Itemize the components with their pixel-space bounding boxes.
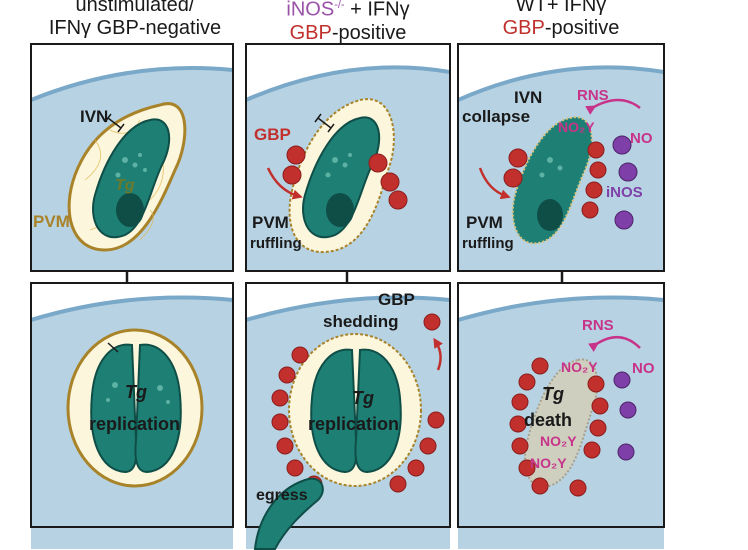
inos-cluster-3 — [612, 135, 638, 230]
label-ruffling: ruffling — [250, 235, 302, 252]
label-ivn-collapse-2: collapse — [462, 107, 530, 126]
gbp-cluster-2 — [282, 145, 408, 210]
panel-inos-top: GBP PVM ruffling — [245, 43, 451, 272]
header-col1: unstimulated/ IFNγ GBP-negative — [20, 0, 250, 40]
panel-wt-bottom: RNS NO NO₂Y Tg death NO₂Y NO₂Y — [457, 282, 665, 549]
positive-header-text: -positive — [331, 21, 407, 44]
label-rns: RNS — [577, 87, 609, 104]
label-inos: iNOS — [606, 184, 643, 201]
label-ivn-collapse-1: IVN — [514, 88, 542, 107]
positive-header-text-3: -positive — [544, 17, 620, 39]
inos-header-text: iNOS — [286, 0, 335, 21]
parasite-1 — [92, 118, 171, 239]
dead-parasite — [524, 358, 599, 488]
panel-unstimulated-top: IVN Tg PVM — [30, 43, 234, 272]
parasite-2 — [302, 116, 381, 239]
label-no-6: NO — [632, 360, 655, 377]
inos-header-sup: -/- — [334, 0, 345, 11]
label-egress: egress — [256, 487, 308, 504]
gbp-ring-6 — [509, 357, 609, 497]
label-no2y: NO₂Y — [558, 119, 595, 135]
label-rns-6: RNS — [582, 317, 614, 334]
label-replication-4: replication — [89, 414, 180, 434]
header-col1-line1: unstimulated/ — [75, 0, 195, 16]
label-no: NO — [630, 130, 653, 147]
label-no2y-6c: NO₂Y — [530, 455, 567, 471]
label-ruffling-3: ruffling — [462, 235, 514, 252]
label-tg-4: Tg — [125, 382, 147, 402]
panel-unstimulated-bottom: Tg replication — [30, 282, 234, 549]
label-pvm-3: PVM — [466, 213, 503, 232]
label-no2y-6a: NO₂Y — [561, 359, 598, 375]
label-shedding: shedding — [323, 312, 399, 331]
label-replication-5: replication — [308, 414, 399, 434]
label-death: death — [524, 410, 572, 430]
header-col3-line2: GBP-positive — [458, 17, 664, 40]
parasite-3 — [511, 116, 593, 245]
header-col1-line2: IFNγ GBP-negative — [48, 17, 222, 39]
panel-wt-top: IVN collapse RNS NO₂Y NO iNOS PVM ruffli… — [457, 43, 665, 272]
header-col3-line1: WT+ IFNγ — [515, 0, 607, 16]
gbp-cluster-3 — [503, 141, 607, 219]
gbp-header-text-3: GBP — [502, 17, 545, 39]
label-pvm-2: PVM — [252, 213, 289, 232]
ifng-header-text: + IFNγ — [344, 0, 410, 21]
header-col3: WT+ IFNγ GBP-positive — [458, 0, 664, 40]
label-gbp: GBP — [254, 125, 291, 144]
header-col2: iNOS-/- + IFNγ GBP-positive — [246, 0, 450, 45]
label-pvm: PVM — [33, 212, 70, 231]
gbp-header-text: GBP — [289, 21, 332, 44]
label-tg: Tg — [115, 177, 135, 194]
label-tg-5: Tg — [352, 388, 374, 408]
egress-parasite — [253, 477, 324, 550]
header-col2-line1: iNOS-/- + IFNγ — [246, 0, 450, 22]
header-col2-line2: GBP-positive — [246, 22, 450, 45]
label-ivn: IVN — [80, 107, 108, 126]
panel-inos-bottom: GBP shedding Tg replication egress — [245, 282, 451, 550]
label-no2y-6b: NO₂Y — [540, 433, 577, 449]
label-gbp-5: GBP — [378, 290, 415, 309]
label-tg-6: Tg — [542, 384, 564, 404]
inos-cluster-6 — [613, 371, 637, 461]
